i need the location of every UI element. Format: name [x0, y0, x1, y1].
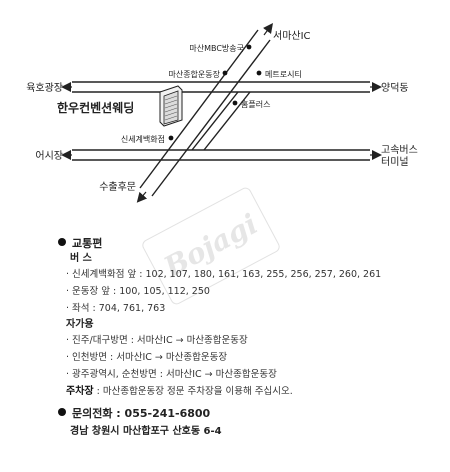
main-diagonal-road: [139, 29, 271, 197]
label-north-ic: 서마산IC: [273, 30, 311, 42]
transport-heading: 교통편: [58, 238, 102, 249]
lower-horizontal-road: [72, 149, 370, 161]
direction-arrows: [61, 23, 382, 203]
bus-line-3: · 좌석 : 704, 761, 763: [66, 303, 166, 314]
label-fishmarket: 어시장: [35, 150, 63, 162]
parking-label: 주차장: [66, 386, 94, 397]
car-label: 자가용: [66, 319, 94, 330]
label-stadium: 마산종합운동장: [168, 69, 220, 79]
car-line-3: · 광주광역시, 순천방면 : 서마산IC → 마산종합운동장: [66, 369, 277, 380]
building-icon: [159, 85, 183, 127]
bullet-icon: [58, 408, 66, 416]
secondary-diagonal-road: [191, 91, 251, 151]
bus-line-2: · 운동장 앞 : 100, 105, 112, 250: [66, 286, 210, 297]
bus-line-1: · 신세계백화점 앞 : 102, 107, 180, 161, 163, 25…: [66, 269, 382, 280]
parking-line: 주차장 : 마산종합운동장 정문 주차장을 이용해 주십시오.: [66, 386, 293, 397]
label-suchul: 수출후문: [99, 181, 136, 193]
car-line-2: · 인천방면 : 서마산IC → 마산종합운동장: [66, 352, 228, 363]
upper-horizontal-road: [72, 81, 370, 93]
landmark-dots: [168, 44, 262, 141]
label-hall: 한우컨벤션웨딩: [57, 100, 134, 115]
label-shinsegae: 신세계백화점: [121, 134, 165, 144]
label-bus-terminal-1: 고속버스: [381, 144, 418, 156]
label-homeplus: 홈플러스: [241, 99, 270, 109]
label-metro: 메트로시티: [265, 70, 302, 79]
label-bus-terminal-2: 터미널: [381, 156, 409, 168]
contact-address: 경남 창원시 마산합포구 산호동 6-4: [70, 426, 222, 437]
label-yukho: 육호광장: [26, 82, 63, 94]
label-yangdeok: 양덕동: [381, 82, 409, 94]
label-mbc: 마산MBC방송국: [189, 43, 244, 53]
location-map: 서마산IC 마산MBC방송국 마산종합운동장 메트로시티 육호광장 양덕동 한우…: [26, 23, 418, 203]
bus-label: 버 스: [70, 253, 92, 264]
contact-phone: 문의전화 : 055-241-6800: [58, 408, 210, 419]
bullet-icon: [58, 238, 66, 246]
car-line-1: · 진주/대구방면 : 서마산IC → 마산종합운동장: [66, 335, 248, 346]
